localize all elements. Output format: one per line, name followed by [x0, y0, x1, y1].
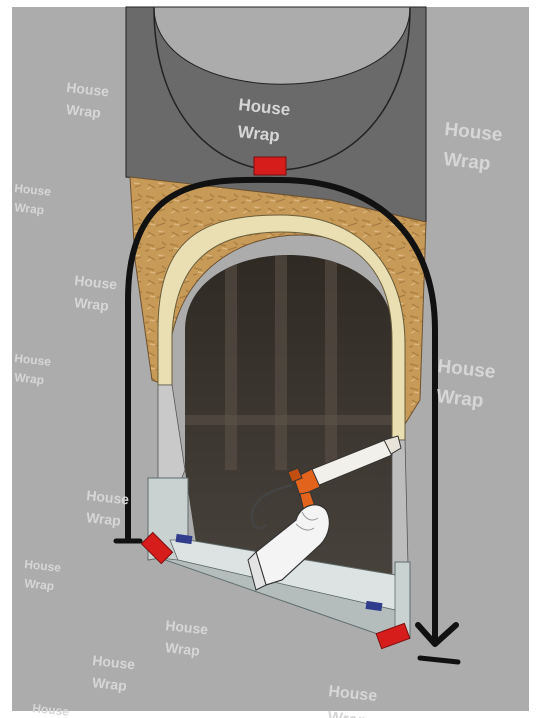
tape-top [254, 157, 286, 175]
